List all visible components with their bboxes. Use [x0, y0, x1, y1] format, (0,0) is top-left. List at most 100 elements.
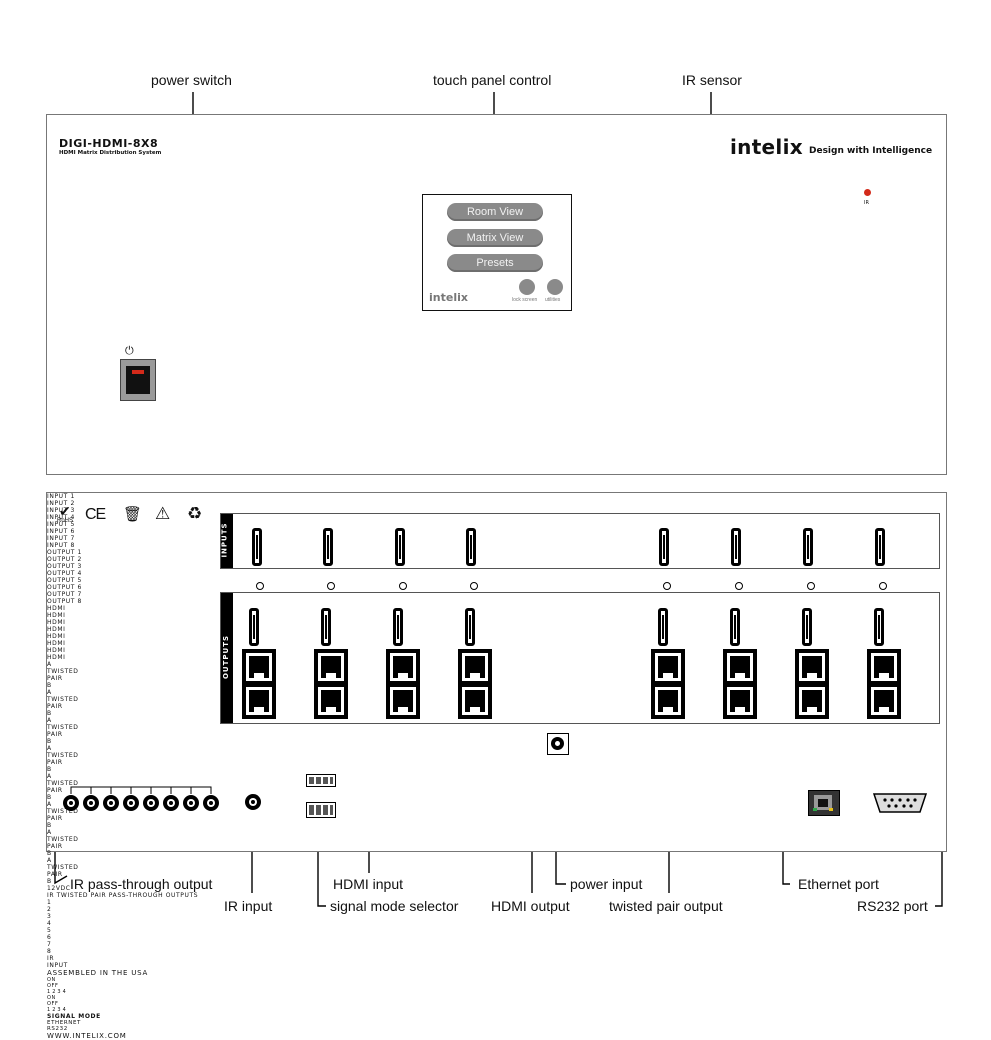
power-switch-rocker — [126, 366, 150, 394]
hdmi-output-port-5[interactable] — [658, 608, 668, 646]
ir-tp-num-7: 7 — [47, 941, 52, 948]
dip-top-off: OFF — [47, 983, 59, 989]
rs232-port[interactable] — [872, 791, 928, 815]
tp-b-6: B — [47, 822, 52, 829]
tp-pair-8: PAIR — [47, 871, 63, 878]
twisted-pair-output-6[interactable] — [723, 649, 757, 719]
input-6-label: INPUT 6 — [47, 528, 75, 535]
tp-b-8: B — [47, 878, 52, 885]
tp-pair-7: PAIR — [47, 843, 63, 850]
model-name: DIGI-HDMI-8X8 — [59, 137, 159, 150]
hdmi-tag-1: HDMI — [47, 605, 66, 612]
tp-b-1: B — [47, 682, 52, 689]
ir-input-label-2: INPUT — [47, 962, 68, 969]
touch-panel-logo: intelix — [429, 291, 468, 304]
hdmi-tag-5: HDMI — [47, 633, 66, 640]
outputs-label: OUTPUTS — [222, 634, 231, 680]
output-led-6 — [735, 582, 743, 590]
hdmi-output-port-8[interactable] — [874, 608, 884, 646]
power-input-jack[interactable] — [547, 733, 569, 755]
hdmi-output-port-4[interactable] — [465, 608, 475, 646]
utilities-button[interactable] — [547, 279, 563, 295]
ir-tp-num-8: 8 — [47, 948, 52, 955]
twisted-pair-output-2[interactable] — [314, 649, 348, 719]
brand-logo: intelix — [730, 135, 803, 159]
assembled-label: ASSEMBLED IN THE USA — [47, 969, 149, 977]
ir-passthrough-jack-2[interactable] — [83, 795, 99, 811]
ir-passthrough-jack-1[interactable] — [63, 795, 79, 811]
signal-mode-label: SIGNAL MODE — [47, 1013, 101, 1020]
twisted-pair-output-5[interactable] — [651, 649, 685, 719]
ethernet-port[interactable] — [808, 790, 840, 816]
tp-a-3: A — [47, 717, 52, 724]
twisted-pair-output-1[interactable] — [242, 649, 276, 719]
output-2-label: OUTPUT 2 — [47, 556, 82, 563]
touch-panel[interactable]: Room View Matrix View Presets intelix lo… — [422, 194, 572, 311]
brand-tagline: Design with Intelligence — [809, 146, 933, 156]
inputs-label-bar: INPUTS — [221, 514, 233, 568]
ethernet-link-led — [813, 808, 817, 811]
tp-twisted-3: TWISTED — [47, 724, 79, 731]
ir-passthrough-jack-3[interactable] — [103, 795, 119, 811]
ce-mark-icon: CE — [85, 506, 106, 523]
tp-twisted-8: TWISTED — [47, 864, 79, 871]
ir-passthrough-jack-4[interactable] — [123, 795, 139, 811]
output-7-label: OUTPUT 7 — [47, 591, 82, 598]
ir-input-jack[interactable] — [245, 794, 261, 810]
hdmi-input-port-7[interactable] — [803, 528, 813, 566]
tp-pair-2: PAIR — [47, 703, 63, 710]
ir-tp-num-5: 5 — [47, 927, 52, 934]
dip-top-on: ON — [47, 977, 56, 983]
twisted-pair-output-4[interactable] — [458, 649, 492, 719]
hdmi-output-port-7[interactable] — [802, 608, 812, 646]
callout-twisted-pair-output: twisted pair output — [609, 898, 723, 914]
tp-pair-1: PAIR — [47, 675, 63, 682]
tp-twisted-6: TWISTED — [47, 808, 79, 815]
ir-input-label-1: IR — [47, 955, 55, 962]
ir-passthrough-jack-5[interactable] — [143, 795, 159, 811]
ethernet-activity-led — [829, 808, 833, 811]
hdmi-input-port-6[interactable] — [731, 528, 741, 566]
weee-bin-icon: 🗑 — [123, 506, 143, 523]
hdmi-input-port-8[interactable] — [875, 528, 885, 566]
ir-tp-num-1: 1 — [47, 899, 52, 906]
tp-b-2: B — [47, 710, 52, 717]
lock-screen-label: lock screen — [512, 297, 538, 303]
hdmi-tag-2: HDMI — [47, 612, 66, 619]
hdmi-output-port-1[interactable] — [249, 608, 259, 646]
output-led-7 — [807, 582, 815, 590]
dip-switch-top[interactable] — [306, 774, 336, 787]
hdmi-input-port-1[interactable] — [252, 528, 262, 566]
callout-signal-mode: signal mode selector — [330, 898, 459, 914]
signal-mode-dip-switch[interactable] — [306, 802, 336, 818]
ir-passthrough-jack-6[interactable] — [163, 795, 179, 811]
ir-passthrough-jack-7[interactable] — [183, 795, 199, 811]
power-switch[interactable] — [120, 359, 156, 401]
recycle-icon: ♻ — [187, 504, 203, 523]
lock-screen-button[interactable] — [519, 279, 535, 295]
hdmi-output-port-2[interactable] — [321, 608, 331, 646]
hdmi-input-port-3[interactable] — [395, 528, 405, 566]
ir-tp-bracket — [70, 786, 212, 794]
hdmi-output-port-6[interactable] — [730, 608, 740, 646]
tp-a-1: A — [47, 661, 52, 668]
hdmi-input-port-4[interactable] — [466, 528, 476, 566]
power-symbol-icon: ⏻ — [125, 344, 134, 357]
twisted-pair-output-3[interactable] — [386, 649, 420, 719]
input-1-label: INPUT 1 — [47, 493, 75, 500]
callout-hdmi-output: HDMI output — [491, 898, 570, 914]
twisted-pair-output-7[interactable] — [795, 649, 829, 719]
inputs-section: INPUTS — [220, 513, 940, 569]
presets-button[interactable]: Presets — [447, 254, 543, 272]
matrix-view-button[interactable]: Matrix View — [447, 229, 543, 247]
callout-hdmi-input: HDMI input — [333, 876, 404, 892]
callout-power-switch: power switch — [151, 72, 232, 88]
room-view-button[interactable]: Room View — [447, 203, 543, 221]
ir-passthrough-jack-8[interactable] — [203, 795, 219, 811]
tp-a-4: A — [47, 745, 52, 752]
hdmi-input-port-2[interactable] — [323, 528, 333, 566]
hdmi-output-port-3[interactable] — [393, 608, 403, 646]
output-5-label: OUTPUT 5 — [47, 577, 82, 584]
hdmi-input-port-5[interactable] — [659, 528, 669, 566]
twisted-pair-output-8[interactable] — [867, 649, 901, 719]
